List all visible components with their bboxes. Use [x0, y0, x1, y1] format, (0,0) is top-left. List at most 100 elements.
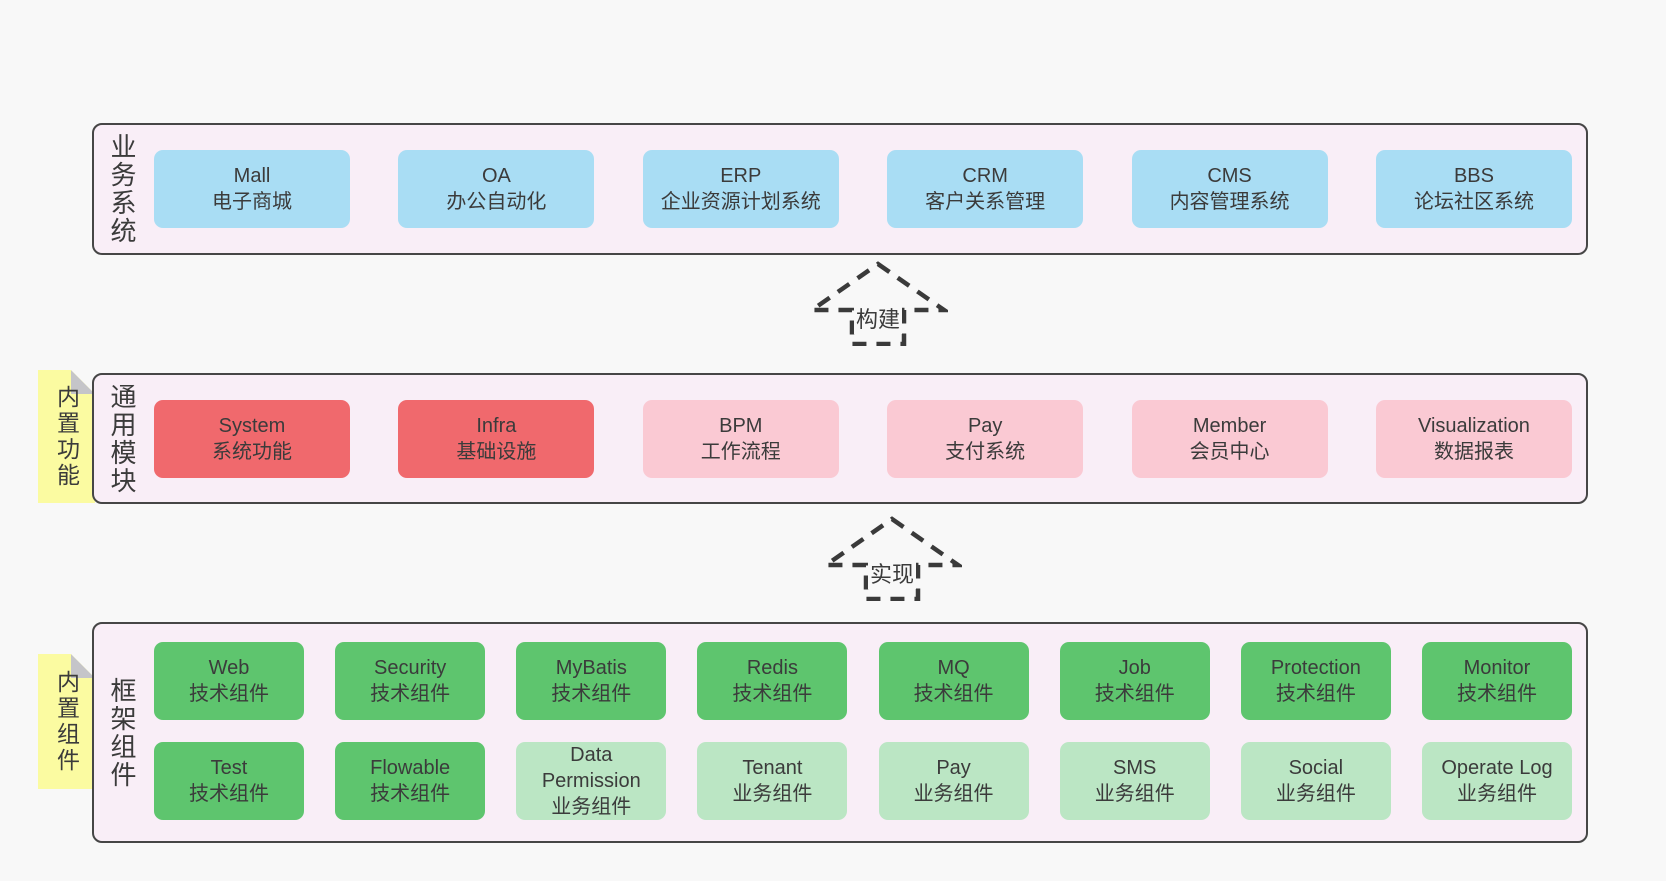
box-title: OA: [481, 165, 511, 187]
build-arrow: 构建: [808, 260, 948, 346]
box-title: Pay: [967, 415, 1003, 437]
box-title: Monitor: [1463, 657, 1531, 679]
box-subtitle: 业务组件: [551, 796, 632, 818]
box-flowable: Flowable 技术组件: [335, 742, 486, 820]
box-subtitle: 会员中心: [1189, 441, 1270, 463]
box-subtitle: 电子商城: [212, 191, 292, 213]
box-title: Web: [208, 657, 250, 679]
common-modules-panel: 通用模块 System 系统功能 Infra 基础设施 BPM 工作流程 Pay…: [92, 373, 1588, 504]
business-systems-panel: 业务系统 Mall 电子商城 OA 办公自动化 ERP 企业资源计划系统 CRM…: [92, 123, 1588, 255]
box-subtitle: 企业资源计划系统: [660, 191, 821, 213]
common-modules-side-label: 通用模块: [107, 382, 137, 495]
implement-arrow-label: 实现: [867, 557, 917, 589]
box-job: Job 技术组件: [1059, 642, 1210, 720]
box-title: Data Permission: [541, 744, 641, 792]
box-subtitle: 业务组件: [1094, 783, 1175, 805]
box-title: Member: [1192, 415, 1267, 437]
box-sms: SMS 业务组件: [1059, 742, 1210, 820]
box-mq: MQ 技术组件: [878, 642, 1029, 720]
box-pay-component: Pay 业务组件: [878, 742, 1029, 820]
business-systems-row: Mall 电子商城 OA 办公自动化 ERP 企业资源计划系统 CRM 客户关系…: [154, 150, 1572, 228]
box-test: Test 技术组件: [154, 742, 304, 820]
box-visualization: Visualization 数据报表: [1375, 400, 1572, 478]
box-cms: CMS 内容管理系统: [1131, 150, 1328, 228]
box-subtitle: 数据报表: [1433, 441, 1514, 463]
box-subtitle: 技术组件: [732, 683, 813, 705]
box-title: Security: [374, 657, 447, 679]
box-title: Mall: [233, 165, 271, 187]
box-title: Flowable: [370, 757, 451, 779]
box-bbs: BBS 论坛社区系统: [1375, 150, 1572, 228]
box-subtitle: 技术组件: [189, 683, 269, 705]
box-social: Social 业务组件: [1240, 742, 1391, 820]
box-title: Social: [1288, 757, 1344, 779]
box-title: CMS: [1207, 165, 1252, 187]
box-mall: Mall 电子商城: [154, 150, 350, 228]
box-title: Job: [1118, 657, 1151, 679]
box-title: MQ: [937, 657, 970, 679]
box-subtitle: 业务组件: [732, 783, 813, 805]
box-title: ERP: [720, 165, 762, 187]
box-title: Infra: [476, 415, 517, 437]
box-title: Visualization: [1417, 415, 1530, 437]
box-member: Member 会员中心: [1131, 400, 1328, 478]
box-subtitle: 技术组件: [1094, 683, 1175, 705]
box-title: Protection: [1270, 657, 1361, 679]
box-title: Redis: [746, 657, 798, 679]
box-subtitle: 技术组件: [370, 783, 451, 805]
box-infra: Infra 基础设施: [398, 400, 595, 478]
common-modules-row: System 系统功能 Infra 基础设施 BPM 工作流程 Pay 支付系统…: [154, 400, 1572, 478]
box-system: System 系统功能: [154, 400, 350, 478]
box-title: Operate Log: [1441, 757, 1553, 779]
box-subtitle: 业务组件: [1275, 783, 1356, 805]
box-data-permission: Data Permission 业务组件: [516, 742, 667, 820]
box-protection: Protection 技术组件: [1240, 642, 1391, 720]
framework-components-row-2: Test 技术组件 Flowable 技术组件 Data Permission …: [154, 742, 1572, 820]
box-erp: ERP 企业资源计划系统: [642, 150, 839, 228]
box-subtitle: 支付系统: [945, 441, 1026, 463]
box-mybatis: MyBatis 技术组件: [516, 642, 667, 720]
box-subtitle: 业务组件: [1456, 783, 1537, 805]
business-systems-side-label: 业务系统: [107, 133, 137, 245]
box-subtitle: 系统功能: [212, 441, 292, 463]
box-subtitle: 技术组件: [1456, 683, 1537, 705]
box-subtitle: 技术组件: [1275, 683, 1356, 705]
framework-components-panel: 框架组件 Web 技术组件 Security 技术组件 MyBatis 技术组件…: [92, 622, 1588, 843]
build-arrow-label: 构建: [853, 302, 903, 334]
box-redis: Redis 技术组件: [697, 642, 848, 720]
box-title: Pay: [936, 757, 971, 779]
framework-components-side-label: 框架组件: [107, 676, 137, 789]
box-title: SMS: [1113, 757, 1157, 779]
box-subtitle: 工作流程: [700, 441, 781, 463]
box-oa: OA 办公自动化: [398, 150, 595, 228]
builtin-components-label: 内置组件: [53, 669, 80, 774]
box-bpm: BPM 工作流程: [642, 400, 839, 478]
box-title: BBS: [1453, 165, 1494, 187]
box-security: Security 技术组件: [335, 642, 486, 720]
box-subtitle: 内容管理系统: [1169, 191, 1290, 213]
builtin-components-note: 内置组件: [38, 654, 95, 789]
arrow-up-icon: [822, 516, 962, 601]
box-monitor: Monitor 技术组件: [1421, 642, 1572, 720]
framework-components-row-1: Web 技术组件 Security 技术组件 MyBatis 技术组件 Redi…: [154, 642, 1572, 720]
box-subtitle: 技术组件: [913, 683, 994, 705]
box-subtitle: 业务组件: [913, 783, 994, 805]
box-subtitle: 客户关系管理: [925, 191, 1046, 213]
box-title: Test: [210, 757, 248, 779]
arrow-up-icon: [808, 261, 948, 346]
box-subtitle: 论坛社区系统: [1413, 191, 1534, 213]
box-title: Tenant: [742, 757, 803, 779]
box-operate-log: Operate Log 业务组件: [1421, 742, 1572, 820]
box-subtitle: 技术组件: [551, 683, 632, 705]
implement-arrow: 实现: [822, 515, 962, 601]
box-pay-module: Pay 支付系统: [887, 400, 1084, 478]
box-subtitle: 基础设施: [456, 441, 537, 463]
box-title: BPM: [719, 415, 763, 437]
builtin-features-note: 内置功能: [38, 370, 95, 503]
box-title: CRM: [962, 165, 1008, 187]
box-crm: CRM 客户关系管理: [887, 150, 1084, 228]
box-tenant: Tenant 业务组件: [697, 742, 848, 820]
builtin-features-label: 内置功能: [53, 384, 80, 489]
box-title: MyBatis: [555, 657, 627, 679]
